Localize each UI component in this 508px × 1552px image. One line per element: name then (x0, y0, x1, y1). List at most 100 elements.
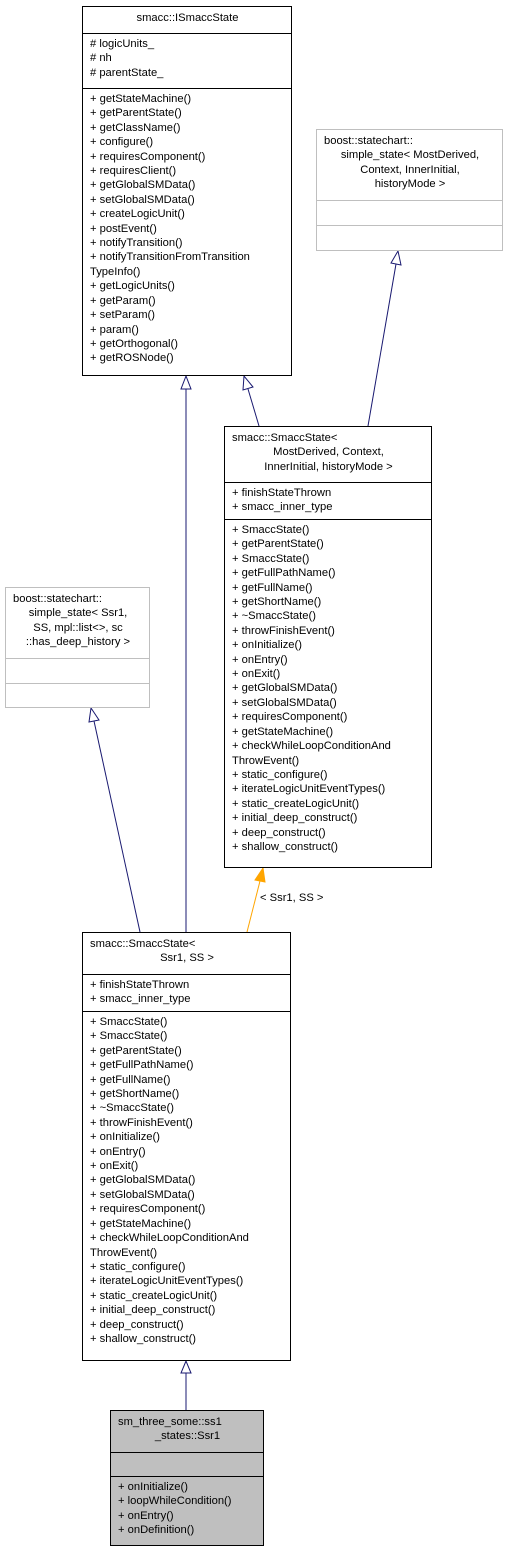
method: + notifyTransitionFromTransition (90, 251, 250, 264)
method: + requiresComponent() (90, 150, 206, 163)
method: + getParam() (90, 294, 156, 307)
method: + onEntry() (118, 1509, 174, 1522)
class-title: smacc::ISmaccState (83, 7, 291, 33)
title-line: boost::statechart:: (324, 135, 413, 147)
attribute: + finishStateThrown (232, 487, 332, 499)
method: + param() (90, 323, 139, 336)
class-smaccstate-ssr1[interactable]: smacc::SmaccState< Ssr1, SS > + finishSt… (82, 932, 291, 1361)
method: + postEvent() (90, 222, 157, 235)
method: + initial_deep_construct() (90, 1304, 216, 1317)
attribute-section (111, 1452, 263, 1476)
title-line: simple_state< MostDerived, (340, 149, 480, 162)
arrowhead-ssr1-to-smaccstate-ssr1 (180, 1359, 192, 1374)
method: + getParentState() (90, 1044, 182, 1057)
method: + getGlobalSMData() (90, 179, 196, 192)
title-line: ::has_deep_history > (25, 636, 131, 649)
method: + SmaccState() (232, 524, 310, 536)
method: + static_configure() (232, 768, 328, 781)
method: + getOrthogonal() (90, 337, 178, 350)
method: + onExit() (90, 1160, 139, 1173)
method-section: + SmaccState() + getParentState() + Smac… (225, 519, 431, 857)
method: + getFullName() (232, 581, 313, 594)
method: + shallow_construct() (232, 840, 339, 853)
class-boost-simple-state-ssr1[interactable]: boost::statechart:: simple_state< Ssr1, … (5, 587, 150, 708)
title-line: SS, mpl::list<>, sc (33, 621, 123, 634)
edge-smaccstate-template-to-boost-simple-state (367, 263, 397, 427)
method: + setParam() (90, 309, 155, 322)
title-line: smacc::SmaccState< (90, 938, 196, 950)
attribute: # nh (90, 52, 112, 65)
title-line: InnerInitial, historyMode > (264, 460, 393, 473)
method: + onEntry() (90, 1145, 146, 1158)
edge-template-instantiation (246, 880, 261, 933)
method: + static_createLogicUnit() (90, 1289, 218, 1302)
arrowhead-smaccstate-template-to-ismaccstate (242, 374, 254, 391)
method: + onInitialize() (118, 1481, 188, 1493)
method: + initial_deep_construct() (232, 812, 358, 825)
method-section: + onInitialize() + loopWhileCondition() … (111, 1476, 263, 1541)
method: + getGlobalSMData() (90, 1174, 196, 1187)
method: + onEntry() (232, 653, 288, 666)
title-line: Context, InnerInitial, (360, 163, 460, 176)
template-binding-label: < Ssr1, SS > (260, 892, 324, 904)
title-line: MostDerived, Context, (273, 446, 384, 459)
attribute-section: + finishStateThrown + smacc_inner_type (225, 482, 431, 519)
method: TypeInfo() (90, 265, 141, 278)
edge-smaccstate-ssr1-to-boost-simple-state-ssr1 (93, 720, 141, 933)
method: + onInitialize() (232, 639, 302, 652)
method: + throwFinishEvent() (232, 624, 335, 637)
attribute-section: + finishStateThrown + smacc_inner_type (83, 974, 290, 1011)
method: + getParentState() (232, 538, 324, 551)
method-section: + getStateMachine() + getParentState() +… (83, 88, 291, 369)
method: + onDefinition() (118, 1524, 195, 1537)
method: + static_createLogicUnit() (232, 797, 360, 810)
method: + requiresClient() (90, 165, 177, 178)
method-section (317, 225, 502, 250)
method: + requiresComponent() (90, 1203, 206, 1216)
method: + getFullPathName() (90, 1059, 194, 1072)
arrowhead-smaccstate-template-to-boost-simple-state (390, 249, 402, 266)
method: + onExit() (232, 668, 281, 681)
title-line: Ssr1, SS > (160, 952, 214, 965)
method: + configure() (90, 136, 154, 149)
class-title: boost::statechart:: simple_state< MostDe… (317, 130, 502, 200)
title-line: smacc::ISmaccState (136, 12, 239, 24)
title-line: historyMode > (374, 178, 446, 191)
method: + getROSNode() (90, 352, 174, 365)
class-ssr1[interactable]: sm_three_some::ss1 _states::Ssr1 + onIni… (110, 1410, 264, 1546)
arrowhead-smaccstate-ssr1-to-ismaccstate (180, 374, 192, 390)
arrowhead-smaccstate-ssr1-to-boost-simple-state-ssr1 (88, 706, 100, 723)
method: + iterateLogicUnitEventTypes() (232, 783, 386, 796)
method: + setGlobalSMData() (90, 193, 195, 206)
method: ThrowEvent() (232, 754, 300, 767)
method: + onInitialize() (90, 1131, 160, 1144)
method: + SmaccState() (90, 1030, 168, 1043)
attribute: # logicUnits_ (90, 38, 155, 50)
class-boost-simple-state-generic[interactable]: boost::statechart:: simple_state< MostDe… (316, 129, 503, 251)
method: + ~SmaccState() (232, 610, 316, 623)
arrowhead-template-instantiation (254, 866, 266, 883)
method: + deep_construct() (90, 1318, 184, 1331)
method: + setGlobalSMData() (232, 696, 337, 709)
method: + notifyTransition() (90, 237, 183, 250)
method: + SmaccState() (90, 1016, 168, 1028)
method: + setGlobalSMData() (90, 1188, 195, 1201)
class-smaccstate-template[interactable]: smacc::SmaccState< MostDerived, Context,… (224, 426, 432, 868)
method: + shallow_construct() (90, 1332, 197, 1345)
method: + createLogicUnit() (90, 208, 185, 221)
method: + getStateMachine() (90, 1217, 192, 1230)
method: + getParentState() (90, 107, 182, 120)
class-title: smacc::SmaccState< MostDerived, Context,… (225, 427, 431, 482)
method: + iterateLogicUnitEventTypes() (90, 1275, 244, 1288)
class-title: smacc::SmaccState< Ssr1, SS > (83, 933, 290, 974)
method: + throwFinishEvent() (90, 1116, 193, 1129)
method: + deep_construct() (232, 826, 326, 839)
attribute-section (6, 658, 149, 683)
method: + loopWhileCondition() (118, 1495, 232, 1508)
class-ismaccstate[interactable]: smacc::ISmaccState # logicUnits_ # nh # … (82, 6, 292, 376)
attribute: + smacc_inner_type (232, 501, 333, 514)
method: + requiresComponent() (232, 711, 348, 724)
method-section: + SmaccState() + SmaccState() + getParen… (83, 1011, 290, 1349)
method-section (6, 683, 149, 707)
